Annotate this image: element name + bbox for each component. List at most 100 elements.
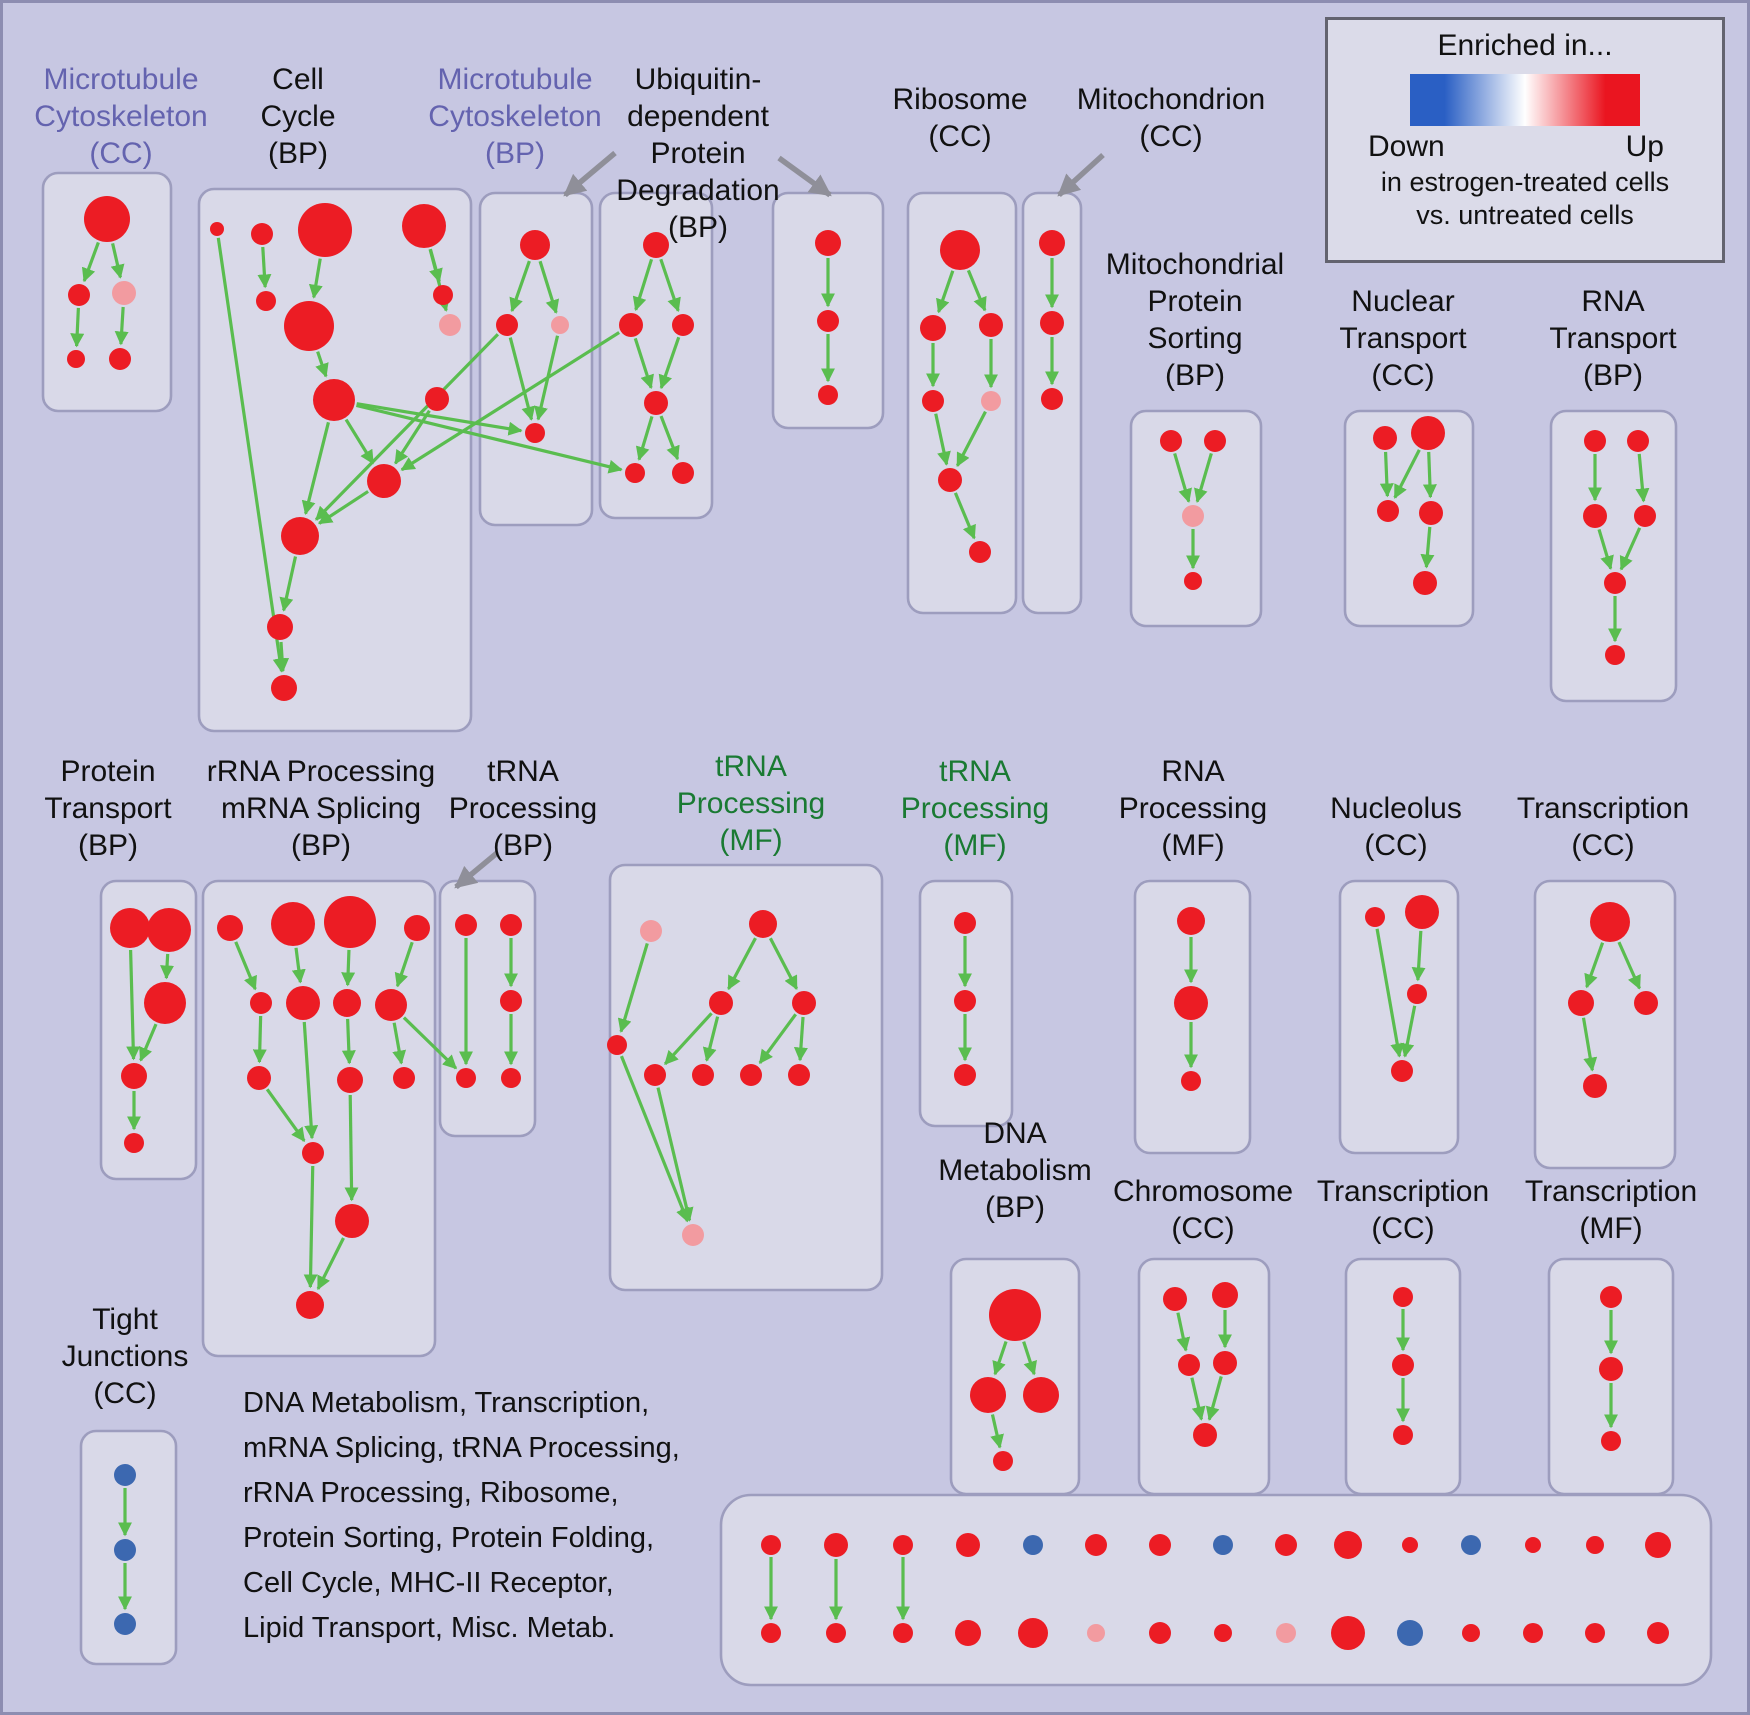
rrna-processing-mrna-splicing-edge — [394, 941, 414, 988]
legend-up-label: Up — [1625, 130, 1664, 163]
trna-processing-mf-large-node-7 — [788, 1064, 810, 1086]
misc-categories-note-line-2: rRNA Processing, Ribosome, — [243, 1477, 619, 1509]
tight-junctions-label-line-0: Tight — [92, 1303, 158, 1336]
cell-cycle-node-2 — [298, 203, 352, 257]
trna-processing-mf-large-label-line-0: tRNA — [715, 750, 787, 783]
mitochondrial-protein-sorting-label-line-1: Protein — [1147, 285, 1243, 318]
cell-cycle-node-12 — [271, 675, 297, 701]
cross-cluster-edge — [355, 403, 623, 474]
nuclear-transport-node-1 — [1411, 416, 1445, 450]
microtubule-cc-node-2 — [112, 281, 136, 305]
transcription-mf-label-line-0: Transcription — [1524, 1175, 1698, 1208]
ubiquitin-degradation-a-node-4 — [625, 463, 645, 483]
ribosome-label: Ribosome(CC) — [892, 81, 1027, 155]
protein-transport-label-line-0: Protein — [60, 755, 156, 788]
nucleolus-label-line-1: (CC) — [1364, 829, 1428, 862]
rna-transport-node-0 — [1584, 430, 1606, 452]
label-pointer-arrow — [1057, 152, 1105, 198]
dna-metabolism-edge — [990, 1414, 1004, 1449]
dna-metabolism-edge — [992, 1341, 1008, 1376]
cell-cycle-edge — [301, 421, 330, 516]
cell-cycle-box — [197, 187, 473, 733]
ubiquitin-degradation-a-edge — [659, 415, 680, 461]
trna-processing-bp-label-line-1: Processing — [448, 792, 598, 825]
protein-transport-label-line-1: Transport — [44, 792, 172, 825]
misc-bottom-node-27 — [1523, 1623, 1543, 1643]
mitochondrial-protein-sorting-node-3 — [1184, 572, 1202, 590]
ubiquitin-degradation-a-label-line-2: Protein — [650, 137, 746, 170]
nuclear-transport-edge — [1420, 526, 1435, 569]
rna-processing-mf-label-line-2: (MF) — [1161, 829, 1225, 862]
misc-bottom-node-4 — [1023, 1535, 1043, 1555]
protein-transport-node-0 — [110, 908, 150, 948]
legend-subtitle-line2: vs. untreated cells — [1416, 200, 1634, 230]
ubiquitin-degradation-a-node-2 — [672, 314, 694, 336]
rrna-processing-mrna-splicing-node-10 — [393, 1067, 415, 1089]
chromosome-edge — [1190, 1377, 1206, 1421]
trna-processing-mf-small-node-1 — [954, 990, 976, 1012]
nuclear-transport-label-line-1: Transport — [1339, 322, 1467, 355]
trna-processing-mf-small-node-2 — [954, 1064, 976, 1086]
rrna-processing-mrna-splicing-edge — [252, 1015, 267, 1064]
label-pointer-arrow — [563, 150, 617, 198]
rrna-processing-mrna-splicing-node-5 — [286, 986, 320, 1020]
rrna-processing-mrna-splicing-label-line-1: mRNA Splicing — [220, 792, 422, 825]
misc-categories-note-line-1: mRNA Splicing, tRNA Processing, — [243, 1432, 680, 1464]
ribosome-edge — [955, 410, 987, 468]
mitochondrion-label-line-1: (CC) — [1139, 120, 1203, 153]
misc-categories-note: DNA Metabolism, Transcription,mRNA Splic… — [243, 1381, 680, 1651]
protein-transport-node-1 — [147, 908, 191, 952]
nuclear-transport-edge — [1393, 449, 1421, 499]
chromosome-label: Chromosome(CC) — [1113, 1173, 1293, 1247]
chromosome-edge — [1176, 1312, 1191, 1352]
mitochondrion-label: Mitochondrion(CC) — [1077, 81, 1265, 155]
mitochondrial-protein-sorting-node-1 — [1204, 430, 1226, 452]
trna-processing-mf-large-edge — [758, 1013, 797, 1065]
trna-processing-bp-node-1 — [500, 914, 522, 936]
ribosome-node-6 — [969, 541, 991, 563]
microtubule-bp-edge — [538, 260, 560, 314]
mitochondrion-node-1 — [1040, 311, 1064, 335]
trna-processing-bp-node-2 — [500, 990, 522, 1012]
trna-processing-mf-small-node-0 — [954, 912, 976, 934]
ubiquitin-degradation-a-edge — [658, 336, 681, 390]
trna-processing-mf-large-edge — [617, 943, 649, 1033]
cell-cycle-edge — [257, 246, 272, 289]
microtubule-bp-edge — [509, 260, 531, 313]
cell-cycle-edge — [279, 556, 298, 612]
diagram-canvas — [41, 150, 1713, 1687]
ribosome-node-1 — [920, 315, 946, 341]
rrna-processing-mrna-splicing-node-9 — [337, 1067, 363, 1093]
transcription-cc-upper-edge — [1617, 941, 1641, 990]
misc-bottom-node-8 — [1275, 1534, 1297, 1556]
trna-processing-mf-small-label-line-1: Processing — [900, 792, 1050, 825]
misc-bottom-node-14 — [1645, 1532, 1671, 1558]
misc-bottom-node-15 — [761, 1623, 781, 1643]
protein-transport-node-4 — [124, 1133, 144, 1153]
rna-transport-node-5 — [1605, 645, 1625, 665]
misc-bottom-node-0 — [761, 1535, 781, 1555]
legend-gradient-bar — [1410, 74, 1640, 126]
misc-bottom-node-22 — [1214, 1624, 1232, 1642]
tight-junctions-label-line-1: Junctions — [61, 1340, 189, 1373]
ribosome-node-4 — [981, 391, 1001, 411]
transcription-cc-lower-node-2 — [1393, 1425, 1413, 1445]
trna-processing-mf-small-label-line-0: tRNA — [939, 755, 1011, 788]
mitochondrial-protein-sorting-label-line-2: Sorting — [1147, 322, 1243, 355]
transcription-cc-upper-edge — [1584, 942, 1605, 989]
ubiquitin-degradation-a-node-1 — [619, 313, 643, 337]
transcription-cc-lower-node-1 — [1392, 1354, 1414, 1376]
dna-metabolism-node-2 — [1023, 1377, 1059, 1413]
transcription-cc-upper-edge — [1581, 1017, 1598, 1072]
nuclear-transport-edge — [1422, 451, 1437, 499]
transcription-mf-node-0 — [1600, 1286, 1622, 1308]
